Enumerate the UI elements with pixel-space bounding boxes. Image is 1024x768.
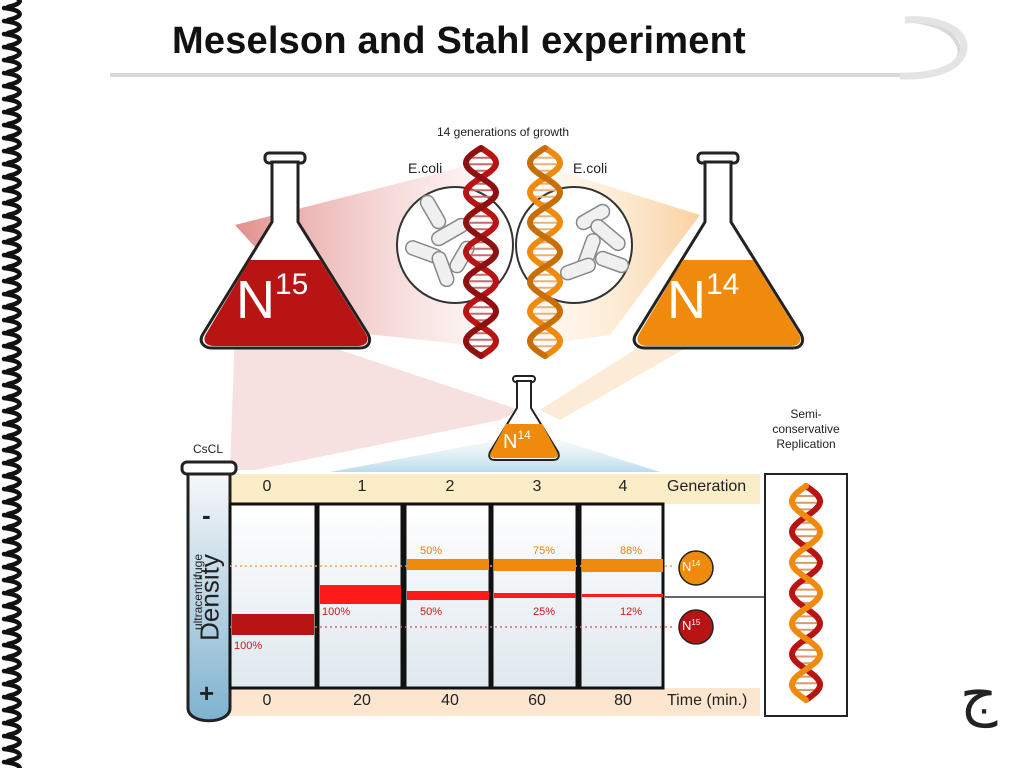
n14-flask xyxy=(632,151,805,350)
generation-1: 1 xyxy=(357,478,367,495)
decorative-border xyxy=(1,0,22,768)
pct-gen0-n15: 100% xyxy=(234,640,263,652)
small-n14-flask xyxy=(488,375,560,461)
n14-marker-label: N14 xyxy=(682,559,701,574)
density-bands xyxy=(232,559,663,635)
dna-helix-n15 xyxy=(462,145,500,359)
growth-label: 14 generations of growth xyxy=(437,125,570,139)
dna-helix-n14 xyxy=(526,145,564,359)
hybrid-band xyxy=(582,594,663,597)
pct-gen4-n15: 12% xyxy=(620,606,643,618)
cscl-label: CsCL xyxy=(193,442,224,456)
generation-0: 0 xyxy=(262,478,272,495)
time-label: Time (min.) xyxy=(667,692,748,709)
replication-label-line1: Semi- xyxy=(790,407,822,421)
hybrid-band xyxy=(320,585,401,604)
density-label: Density xyxy=(194,554,225,641)
n15-flask-label: N15 xyxy=(236,268,309,330)
plus-sign: + xyxy=(199,678,215,708)
time-0: 0 xyxy=(262,692,272,709)
page-title: Meselson and Stahl experiment xyxy=(172,20,746,62)
generation-4: 4 xyxy=(618,478,628,495)
pct-gen3-n14: 75% xyxy=(533,545,556,557)
replication-label-line2: conservative xyxy=(772,422,840,436)
n15-marker-label: N15 xyxy=(682,618,701,633)
minus-sign: - xyxy=(202,500,211,530)
dna-helix-semiconservative xyxy=(788,483,824,703)
time-80: 80 xyxy=(614,692,632,709)
n14-marker xyxy=(678,550,714,586)
title-swoosh xyxy=(110,16,968,80)
time-strip xyxy=(228,688,760,716)
generation-strip xyxy=(228,474,760,504)
replication-label-line3: Replication xyxy=(776,437,836,451)
time-20: 20 xyxy=(353,692,371,709)
generation-3: 3 xyxy=(532,478,542,495)
small-flask-label: N14 xyxy=(503,428,531,453)
time-60: 60 xyxy=(528,692,546,709)
pct-gen1-n15: 100% xyxy=(322,606,351,618)
density-panel xyxy=(228,502,318,690)
hybrid-band xyxy=(494,593,576,598)
n14-flask-label: N14 xyxy=(667,268,740,330)
hybrid-band xyxy=(407,591,489,600)
n15-marker xyxy=(678,609,714,645)
pct-gen4-n14: 88% xyxy=(620,545,643,557)
generation-2: 2 xyxy=(445,478,455,495)
time-40: 40 xyxy=(441,692,459,709)
pct-gen3-n15: 25% xyxy=(533,606,556,618)
n14-band xyxy=(582,559,663,572)
n14-band xyxy=(494,559,576,571)
ecoli-left-label: E.coli xyxy=(408,160,443,176)
generation-label: Generation xyxy=(667,478,747,495)
n15-band xyxy=(232,614,314,635)
pct-gen2-n14: 50% xyxy=(420,545,443,557)
replication-label: Semi- conservative Replication xyxy=(765,407,847,452)
n15-beam xyxy=(230,330,520,470)
n14-band xyxy=(407,559,489,570)
ecoli-right-label: E.coli xyxy=(573,160,608,176)
cscl-tube xyxy=(180,460,238,723)
n15-flask xyxy=(199,151,372,350)
n14-beam xyxy=(540,340,700,420)
pct-gen2-n15: 50% xyxy=(420,606,443,618)
signature-logo: ﺝ xyxy=(960,660,998,728)
